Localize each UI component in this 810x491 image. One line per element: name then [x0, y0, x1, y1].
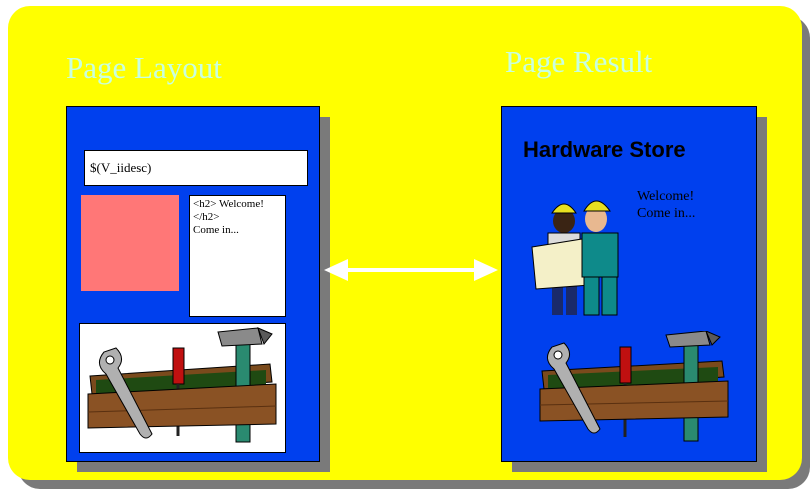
workers-clipart: [526, 191, 634, 317]
html-text-box: <h2> Welcome! </h2> Come in...: [189, 195, 286, 317]
toolbox-clipart: [80, 324, 285, 452]
welcome-text: Welcome! Come in...: [637, 188, 695, 222]
html-text-line: </h2>: [193, 211, 282, 224]
html-text-line: Come in...: [193, 224, 282, 237]
double-arrow: [322, 255, 502, 285]
layout-page: $(V_iidesc) <h2> Welcome! </h2> Come in.…: [66, 106, 320, 462]
html-text-line: <h2> Welcome!: [193, 198, 282, 211]
store-title: Hardware Store: [523, 137, 686, 163]
toolbox-clipart-result: [532, 331, 737, 443]
page-layout-heading: Page Layout: [66, 50, 222, 86]
result-page: Hardware Store Welcome! Come in...: [501, 106, 757, 462]
toolbox-image-frame: [79, 323, 286, 453]
welcome-line: Welcome!: [637, 188, 695, 205]
variable-field-box: $(V_iidesc): [84, 150, 308, 186]
variable-placeholder: $(V_iidesc): [90, 160, 151, 176]
page-result-heading: Page Result: [505, 44, 652, 80]
image-placeholder-block: [81, 195, 179, 291]
welcome-line: Come in...: [637, 205, 695, 222]
